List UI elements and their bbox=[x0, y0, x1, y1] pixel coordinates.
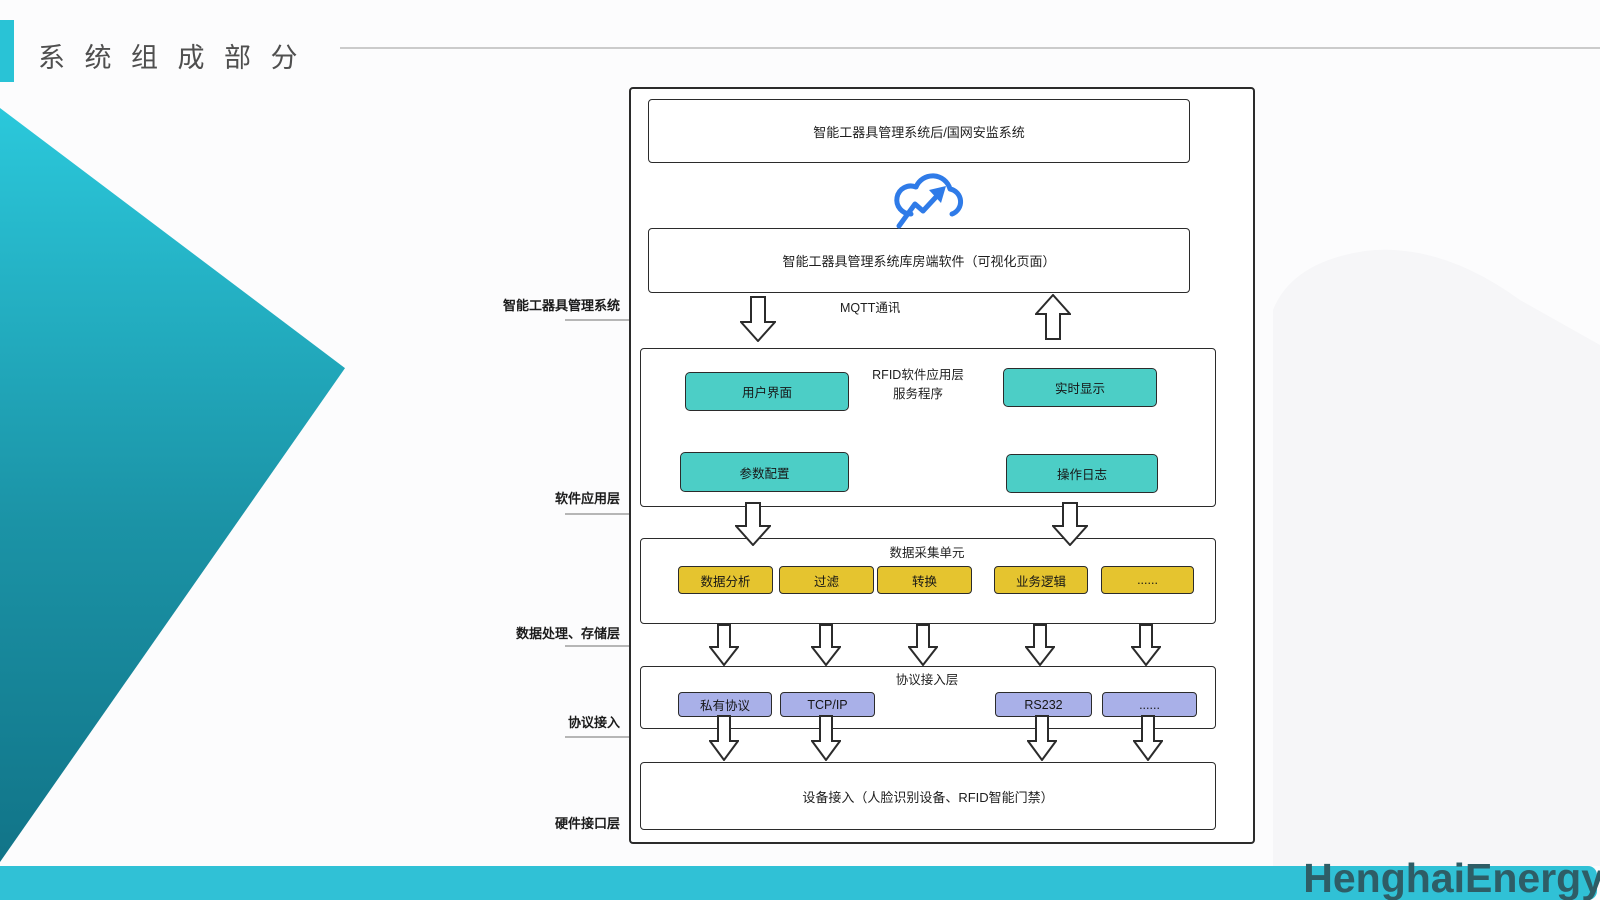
warehouse-software-box: 智能工器具管理系统库房端软件（可视化页面） bbox=[648, 228, 1190, 293]
down-arrow-icon bbox=[810, 715, 842, 762]
collect-button-filter: 过滤 bbox=[779, 566, 874, 594]
page-title: 系 统 组 成 部 分 bbox=[38, 43, 304, 73]
layer-label-data-storage-layer: 数据处理、存储层 bbox=[515, 626, 620, 641]
device-access-label: 设备接入（人脸识别设备、RFID智能门禁） bbox=[802, 789, 1054, 805]
rfid-button-user-interface: 用户界面 bbox=[685, 372, 849, 411]
protocol-title: 协议接入层 bbox=[895, 673, 959, 687]
protocol-button-private: 私有协议 bbox=[678, 692, 772, 717]
layer-label-software-layer: 软件应用层 bbox=[554, 491, 620, 506]
layer-label-hardware-layer: 硬件接口层 bbox=[554, 816, 620, 831]
rfid-button-operation-log: 操作日志 bbox=[1006, 454, 1158, 493]
device-access-box: 设备接入（人脸识别设备、RFID智能门禁） bbox=[640, 762, 1216, 830]
backend-system-box: 智能工器具管理系统后/国网安监系统 bbox=[648, 99, 1190, 163]
rfid-button-realtime-display: 实时显示 bbox=[1003, 368, 1157, 407]
teal-triangle-decoration bbox=[0, 108, 345, 862]
title-accent-bar bbox=[0, 20, 14, 82]
down-arrow-icon bbox=[708, 715, 740, 762]
down-arrow-icon bbox=[1132, 715, 1164, 762]
data-collect-title: 数据采集单元 bbox=[889, 546, 965, 560]
warehouse-software-label: 智能工器具管理系统库房端软件（可视化页面） bbox=[782, 254, 1056, 269]
down-arrow-icon bbox=[906, 624, 940, 667]
company-logo: HenghaiEnergy bbox=[1303, 855, 1600, 900]
down-arrow-icon bbox=[1026, 715, 1058, 762]
protocol-button-rs232: RS232 bbox=[995, 692, 1092, 717]
title-divider-line bbox=[340, 47, 1600, 49]
rfid-button-parameter-config: 参数配置 bbox=[680, 452, 849, 492]
up-arrow-icon bbox=[1033, 293, 1073, 340]
collect-button-business-logic: 业务逻辑 bbox=[994, 566, 1088, 594]
down-arrow-icon bbox=[707, 624, 741, 667]
down-arrow-icon bbox=[809, 624, 843, 667]
rfid-app-title-line2: 服务程序 bbox=[892, 387, 943, 401]
collect-button-more: ...... bbox=[1101, 566, 1194, 594]
collect-button-convert: 转换 bbox=[877, 566, 972, 594]
protocol-button-more: ...... bbox=[1102, 692, 1197, 717]
backend-system-label: 智能工器具管理系统后/国网安监系统 bbox=[813, 124, 1025, 140]
down-arrow-icon bbox=[1023, 624, 1057, 667]
layer-label-protocol-access: 协议接入 bbox=[567, 715, 620, 730]
footer-bar bbox=[0, 866, 1597, 900]
cloud-uplink-icon bbox=[885, 158, 969, 230]
mqtt-label: MQTT通讯 bbox=[840, 301, 901, 315]
down-arrow-icon bbox=[733, 502, 773, 547]
down-arrow-icon bbox=[1050, 502, 1090, 547]
down-arrow-icon bbox=[1129, 624, 1163, 667]
down-arrow-icon bbox=[738, 296, 778, 343]
layer-label-management-system: 智能工器具管理系统 bbox=[502, 298, 620, 313]
rfid-app-title-line1: RFID软件应用层 bbox=[872, 368, 964, 382]
rfid-app-title: RFID软件应用层 服务程序 bbox=[838, 366, 998, 404]
protocol-button-tcpip: TCP/IP bbox=[780, 692, 875, 717]
collect-button-data-analysis: 数据分析 bbox=[678, 566, 773, 594]
